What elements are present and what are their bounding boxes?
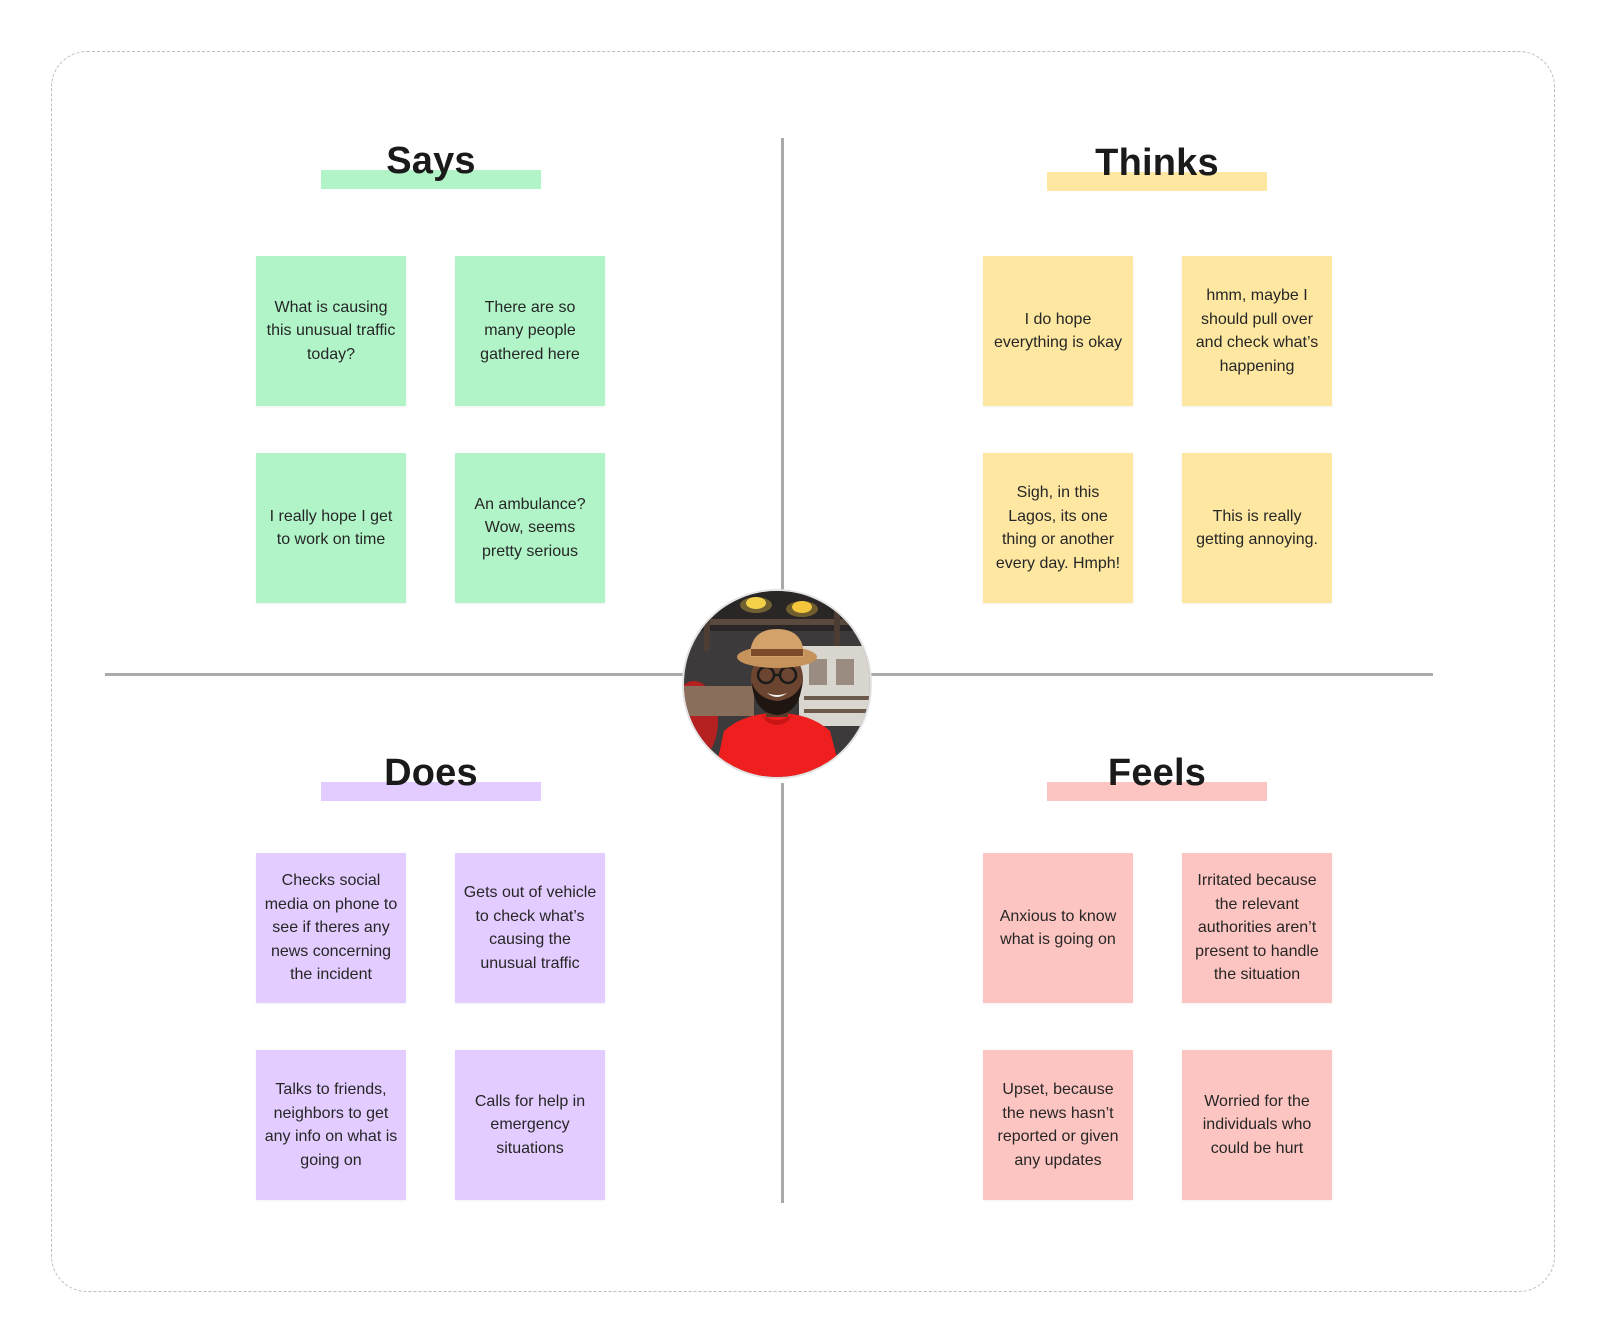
horizontal-divider-left bbox=[105, 673, 683, 676]
persona-avatar bbox=[682, 589, 872, 779]
vertical-divider-top bbox=[781, 138, 784, 598]
thinks-note[interactable]: I do hope everything is okay bbox=[983, 256, 1133, 406]
feels-note[interactable]: Anxious to know what is going on bbox=[983, 853, 1133, 1003]
does-note[interactable]: Checks social media on phone to see if t… bbox=[256, 853, 406, 1003]
feels-title: Feels bbox=[1107, 752, 1207, 794]
says-note[interactable]: There are so many people gathered here bbox=[455, 256, 605, 406]
says-note[interactable]: What is causing this unusual traffic tod… bbox=[256, 256, 406, 406]
empathy-map-board bbox=[51, 51, 1555, 1292]
does-note[interactable]: Gets out of vehicle to check what’s caus… bbox=[455, 853, 605, 1003]
thinks-note[interactable]: This is really getting annoying. bbox=[1182, 453, 1332, 603]
feels-note[interactable]: Worried for the individuals who could be… bbox=[1182, 1050, 1332, 1200]
horizontal-divider-right bbox=[870, 673, 1433, 676]
thinks-heading: Thinks bbox=[1047, 142, 1267, 202]
thinks-heading-highlight bbox=[1047, 172, 1267, 191]
says-title: Says bbox=[386, 140, 476, 182]
says-note[interactable]: An ambulance? Wow, seems pretty serious bbox=[455, 453, 605, 603]
does-heading-highlight bbox=[321, 782, 541, 801]
thinks-note[interactable]: Sigh, in this Lagos, its one thing or an… bbox=[983, 453, 1133, 603]
does-heading: Does bbox=[321, 752, 541, 812]
does-note[interactable]: Calls for help in emergency situations bbox=[455, 1050, 605, 1200]
does-note[interactable]: Talks to friends, neighbors to get any i… bbox=[256, 1050, 406, 1200]
feels-note[interactable]: Upset, because the news hasn’t reported … bbox=[983, 1050, 1133, 1200]
feels-note[interactable]: Irritated because the relevant authoriti… bbox=[1182, 853, 1332, 1003]
says-note[interactable]: I really hope I get to work on time bbox=[256, 453, 406, 603]
says-heading: Says bbox=[321, 140, 541, 200]
does-title: Does bbox=[384, 752, 478, 794]
thinks-title: Thinks bbox=[1095, 142, 1219, 184]
persona-photo bbox=[684, 591, 870, 777]
thinks-note[interactable]: hmm, maybe I should pull over and check … bbox=[1182, 256, 1332, 406]
feels-heading-highlight bbox=[1047, 782, 1267, 801]
vertical-divider-bottom bbox=[781, 783, 784, 1203]
says-heading-highlight bbox=[321, 170, 541, 189]
feels-heading: Feels bbox=[1047, 752, 1267, 812]
